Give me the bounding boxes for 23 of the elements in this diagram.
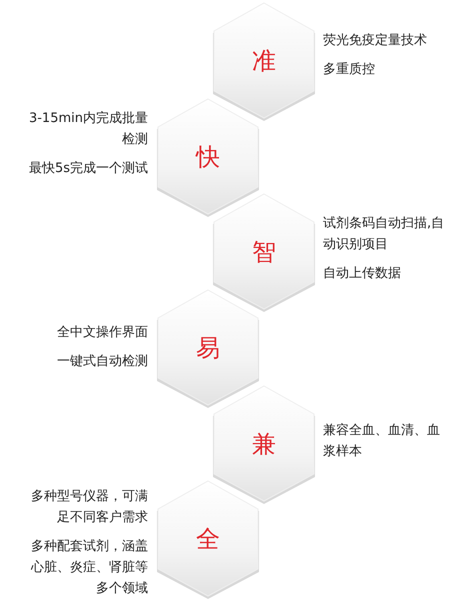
feature-text: 3-15min内完成批量检测 (28, 110, 148, 149)
feature-text: 多种配套试剂，涵盖心脏、炎症、肾脏等多个领域 (30, 538, 148, 598)
feature-text: 全中文操作界面 (56, 324, 148, 342)
hexagon (155, 480, 261, 600)
hexagon-label: 易 (195, 333, 221, 363)
hexagon-label: 快 (194, 142, 221, 172)
feature-text: 一键式自动检测 (56, 353, 148, 371)
hexagon (211, 193, 317, 313)
hexagon-label: 智 (251, 237, 277, 267)
hexagon-label: 全 (195, 524, 221, 554)
feature-text: 兼容全血、血清、血浆样本 (323, 422, 441, 461)
hexagon (211, 385, 317, 505)
feature-text: 荧光免疫定量技术 (323, 32, 428, 50)
hexagon (155, 289, 261, 409)
feature-text: 最快5s完成一个测试 (28, 160, 148, 178)
hexagon (155, 98, 261, 218)
hexagon-label: 兼 (251, 429, 277, 459)
feature-text: 试剂条码自动扫描,自动识别项目 (323, 215, 446, 254)
feature-text: 多重质控 (323, 61, 376, 79)
hexagon (211, 2, 317, 122)
hexagon-label: 准 (251, 46, 277, 76)
feature-text: 多种型号仪器，可满足不同客户需求 (30, 488, 148, 527)
feature-text: 自动上传数据 (323, 265, 402, 283)
